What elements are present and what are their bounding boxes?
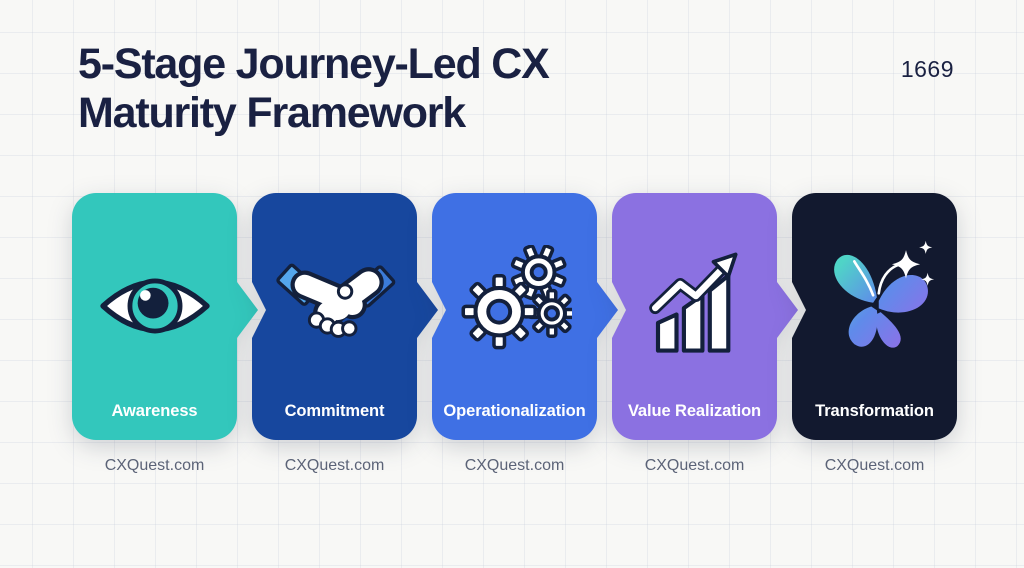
- stage-label: Transformation: [815, 402, 934, 420]
- handshake-icon: [275, 263, 395, 338]
- sparkle-icon: [891, 250, 920, 279]
- stage-source: CXQuest.com: [104, 457, 205, 474]
- stage-source: CXQuest.com: [824, 457, 925, 474]
- stage-card-commitment: Commitment CXQuest.com: [252, 193, 438, 474]
- stage-source: CXQuest.com: [464, 457, 565, 474]
- stage-card-awareness: Awareness CXQuest.com: [72, 193, 258, 474]
- page-title-line1: 5-Stage Journey-Led CX: [78, 40, 550, 88]
- stage-card-transformation: Transformation CXQuest.com: [792, 193, 957, 474]
- eye-icon: [99, 278, 210, 334]
- counter-badge: 1669: [900, 56, 954, 82]
- page-title: 5-Stage Journey-Led CX Maturity Framewor…: [78, 40, 550, 138]
- sparkle-icon: [920, 272, 934, 286]
- stage-source: CXQuest.com: [644, 457, 745, 474]
- butterfly-icon: [833, 240, 934, 348]
- sparkle-icon: [918, 240, 932, 254]
- gears-icon: [461, 245, 572, 350]
- stage-label: Value Realization: [627, 402, 762, 420]
- page-title-line2: Maturity Framework: [78, 89, 466, 138]
- stage-card-operationalization: Operationalization CXQuest.com: [432, 193, 618, 474]
- stage-label: Awareness: [111, 402, 198, 420]
- chart-growth-icon: [648, 252, 738, 353]
- stage-card-shape: [612, 193, 798, 440]
- stage-card-value-realization: Value Realization CXQuest.com: [612, 193, 798, 474]
- stages-row: Awareness CXQuest.com: [72, 193, 957, 474]
- stage-label: Operationalization: [443, 402, 586, 420]
- stage-source: CXQuest.com: [284, 457, 385, 474]
- stage-label: Commitment: [284, 402, 385, 420]
